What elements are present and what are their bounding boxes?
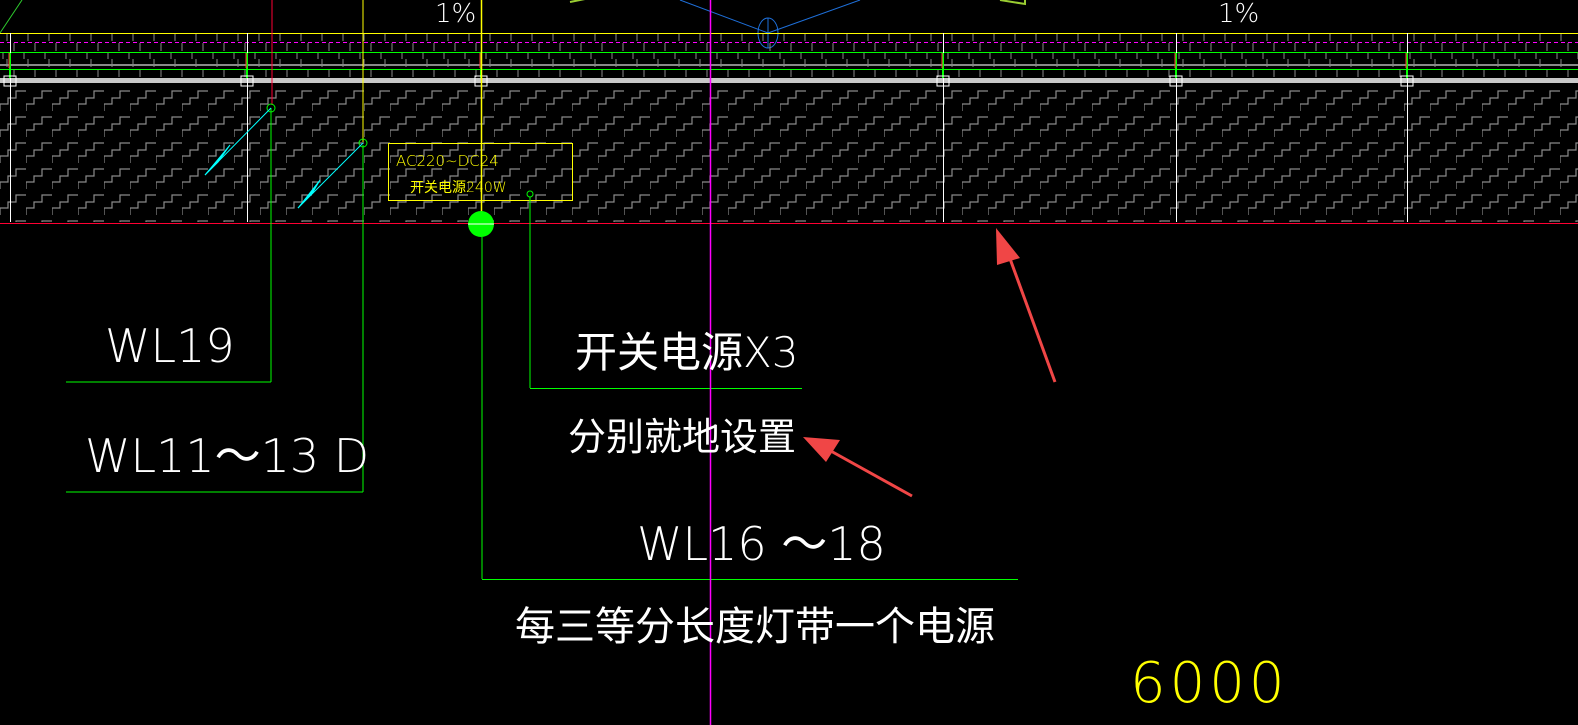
power-box-line2: 开关电源240W: [410, 180, 507, 196]
cyan-arrow-icon: [204, 144, 231, 176]
annotation-arrow-icon: [803, 437, 913, 498]
cyan-arrow-icon: [297, 179, 321, 209]
blue-line: [679, 0, 769, 34]
label-local-setup: 分别就地设置: [568, 415, 796, 459]
hanger-clamp-icon: [1400, 75, 1414, 87]
diagonal-line: [0, 0, 23, 34]
node: [266, 103, 276, 113]
hanger-clamp-icon: [936, 75, 950, 87]
power-supply-box[interactable]: [388, 143, 573, 201]
brick-band: [0, 33, 1578, 79]
annotation-arrow-icon: [996, 228, 1057, 383]
hanger-clamp-icon: [3, 75, 17, 87]
label-wl19: WL19: [105, 319, 235, 373]
green-mark: [999, 0, 1026, 6]
label-wl16-18: WL16 ～18: [637, 517, 886, 571]
dimension-label: 6000: [1130, 651, 1289, 716]
hangers: [3, 33, 1414, 222]
green-mark: [569, 0, 586, 3]
power-box-line1: AC220~DC24: [396, 152, 499, 170]
label-switch-power: 开关电源X3: [575, 328, 799, 377]
hanger-clamp-icon: [240, 75, 254, 87]
hanger-clamp-icon: [1169, 75, 1183, 87]
hatch-area: [0, 85, 1578, 222]
slope-label: 1%: [435, 0, 476, 29]
label-per-third: 每三等分长度灯带一个电源: [515, 604, 995, 650]
node: [358, 138, 368, 148]
label-wl11-13: WL11～13 D: [85, 429, 369, 483]
rail: [0, 78, 1578, 83]
blue-line: [767, 0, 861, 34]
slope-label: 1%: [1218, 0, 1259, 29]
